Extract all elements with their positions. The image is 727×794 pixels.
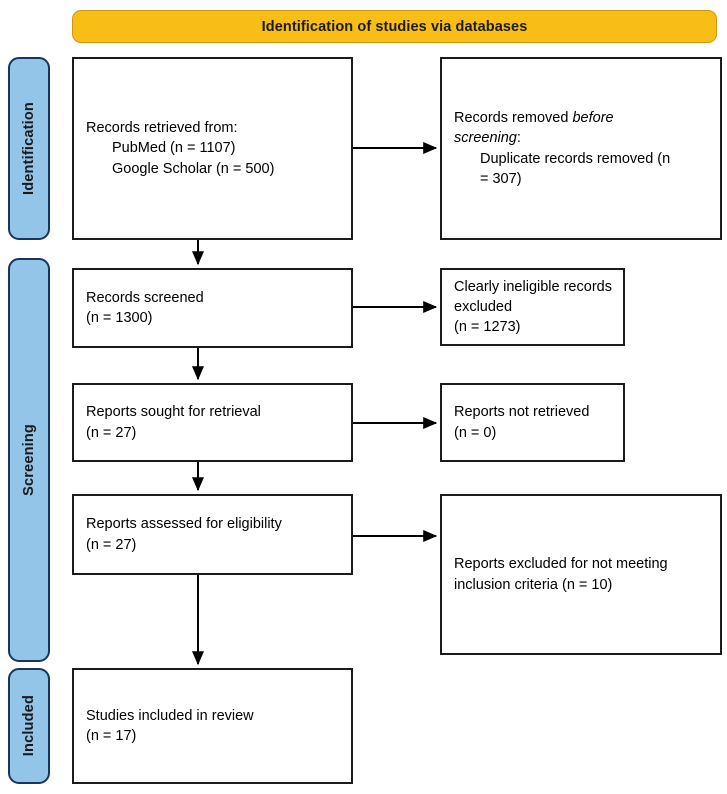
box-records-removed: Records removed before screening: Duplic… xyxy=(440,57,722,240)
box-records-screened-line-2: (n = 1300) xyxy=(86,310,153,326)
box-reports-sought-line-2: (n = 27) xyxy=(86,424,137,441)
stage-label-included: Included xyxy=(8,668,50,784)
box-reports-not-retrieved-line-2: (n = 0) xyxy=(454,424,497,441)
box-reports-assessed-line-2: (n = 27) xyxy=(86,536,137,553)
box-records-removed-line-1-italic: before xyxy=(572,109,614,126)
box-records-identified: Records retrieved from: PubMed (n = 1107… xyxy=(72,57,353,240)
stage-label-screening-text: Screening xyxy=(21,424,37,496)
box-records-removed-line-1: Records removed before xyxy=(454,108,710,128)
box-records-removed-line-1-plain: Records removed xyxy=(454,109,573,126)
box-records-removed-line-3: Duplicate records removed (n xyxy=(480,150,671,167)
phase-header-title: Identification of studies via databases xyxy=(261,18,528,35)
box-records-identified-line-3: Google Scholar (n = 500) xyxy=(112,160,275,177)
box-records-identified-line-1: Records retrieved from: xyxy=(86,120,238,137)
box-reports-not-retrieved: Reports not retrieved (n = 0) xyxy=(440,383,625,462)
box-studies-included-line-2: (n = 17) xyxy=(86,728,137,744)
box-reports-sought: Reports sought for retrieval (n = 27) xyxy=(72,383,353,462)
box-records-removed-line-2-colon: : xyxy=(516,130,521,147)
box-reports-sought-line-1: Reports sought for retrieval xyxy=(86,404,261,421)
box-records-screened: Records screened (n = 1300) xyxy=(72,268,353,348)
box-studies-included-line-1: Studies included in review xyxy=(86,707,254,724)
box-records-excluded-line-1: Clearly ineligible records xyxy=(454,278,612,295)
stage-label-screening: Screening xyxy=(8,258,50,662)
box-reports-excluded-line-2: inclusion criteria (n = 10) xyxy=(454,576,613,593)
stage-label-identification-text: Identification xyxy=(21,101,37,196)
box-reports-excluded-line-1: Reports excluded for not meeting xyxy=(454,556,668,573)
box-reports-assessed: Reports assessed for eligibility (n = 27… xyxy=(72,494,353,575)
box-records-removed-line-4: = 307) xyxy=(480,170,522,187)
box-records-screened-line-1: Records screened xyxy=(86,289,204,306)
box-records-excluded: Clearly ineligible records excluded (n =… xyxy=(440,268,625,346)
box-records-identified-line-2: PubMed (n = 1107) xyxy=(112,140,236,157)
box-reports-not-retrieved-line-1: Reports not retrieved xyxy=(454,404,590,421)
box-reports-excluded: Reports excluded for not meeting inclusi… xyxy=(440,494,722,655)
box-studies-included: Studies included in review (n = 17) xyxy=(72,668,353,784)
phase-header-banner: Identification of studies via databases xyxy=(72,10,717,43)
box-reports-assessed-line-1: Reports assessed for eligibility xyxy=(86,516,282,533)
box-records-removed-line-2-italic: screening xyxy=(454,130,517,147)
stage-label-included-text: Included xyxy=(21,695,37,757)
box-records-excluded-line-3: (n = 1273) xyxy=(454,319,521,336)
box-records-removed-line-2: screening: xyxy=(454,128,710,148)
stage-label-identification: Identification xyxy=(8,57,50,240)
box-records-excluded-line-2: excluded xyxy=(454,298,513,315)
